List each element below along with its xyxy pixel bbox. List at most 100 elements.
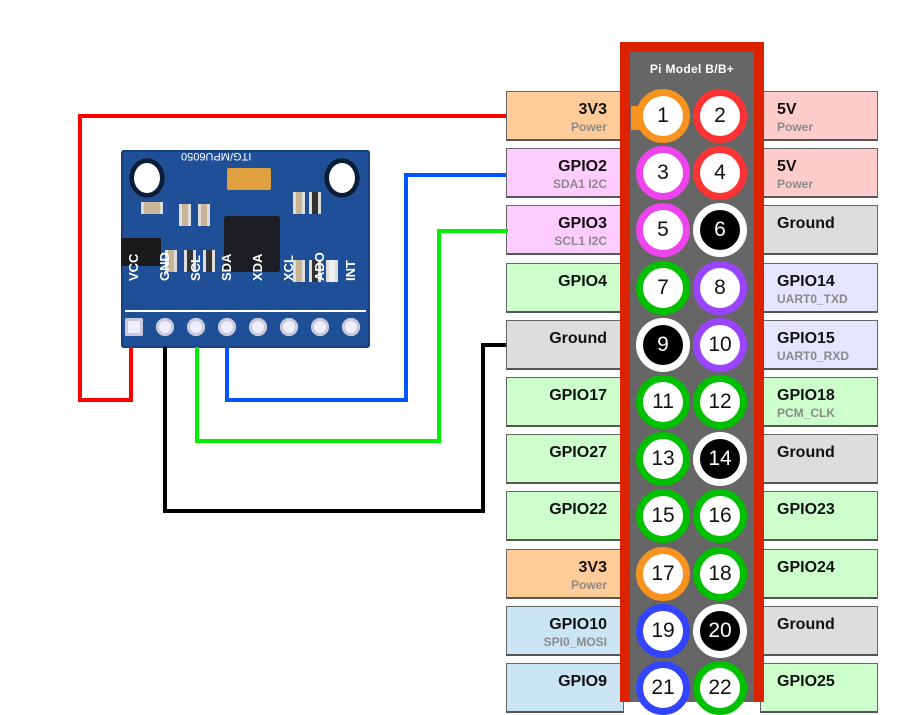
pin-label-left: GPIO4 [506,262,624,313]
pin-label-left: GPIO17 [506,377,624,427]
module-pin-label: XCL [281,255,296,281]
gpio-pin-9: 9 [636,317,690,372]
gpio-pin-13: 13 [636,432,690,487]
pin-label-name: Ground [777,615,835,633]
module-pin-label: XDA [250,253,265,281]
pin-label-name: 3V3 [578,558,607,576]
pin-label-name: 5V [777,158,797,176]
pin-label-name: GPIO2 [558,158,607,176]
pin-label-left: GPIO22 [506,491,624,542]
gpio-pin-19: 19 [636,603,690,658]
gpio-pin-11: 11 [636,375,690,429]
pin-label-function: PCM_CLK [777,406,836,420]
capacitor [198,204,210,226]
pin-label-name: GPIO15 [777,329,835,347]
module-pin-label: VCC [126,253,141,281]
resistor [309,192,321,214]
gpio-pin-18: 18 [693,546,747,601]
pin-label-name: GPIO27 [549,444,607,462]
module-pin-vcc [125,318,143,336]
module-pin-sda [218,318,236,336]
pin-label-left: GPIO9 [506,663,624,713]
pin-label-name: Ground [549,329,607,347]
gpio-pin-17: 17 [636,546,690,601]
mpu6050-module: ITG/MPU6050 VCC GND SCL SDA XDA XCL ADO INT [121,150,370,348]
pin-label-name: 3V3 [578,101,607,118]
module-pin-ado [311,318,329,336]
pin-label-function: SDA1 I2C [552,177,607,192]
mounting-hole-left [129,158,165,198]
gpio-pin-16: 16 [693,489,747,544]
pin-label-function: Power [777,120,814,134]
pin-label-name: GPIO10 [549,615,607,633]
gpio-pin-5: 5 [636,203,690,258]
pin-label-right: Ground [760,434,878,485]
module-pin-label: SDA [219,253,234,281]
gpio-pin-4: 4 [693,146,747,201]
pin-label-right: Ground [760,605,878,656]
module-pin-xda [249,318,267,336]
pin-label-function: UART0_RXD [777,348,850,363]
gpio-pin-3: 3 [636,146,690,201]
module-pin-gnd [156,318,174,336]
gpio-pin-15: 15 [636,489,690,544]
module-pin-label: INT [343,260,358,281]
resistor [203,250,215,272]
capacitor [179,204,191,226]
module-pin-label: GND [157,252,172,281]
capacitor [293,192,305,214]
module-pin-label: SCL [188,255,203,281]
pin-label-name: GPIO23 [777,501,835,519]
silkscreen-line [125,310,366,312]
pin-label-name: 5V [777,101,797,118]
pin-label-name: GPIO9 [558,673,607,690]
gpio-pin-14: 14 [693,432,747,487]
pin-label-right: 5V Power [760,91,878,141]
pin-label-right: GPIO25 [760,663,878,713]
pin-label-name: Ground [777,215,835,233]
pin-label-function: Power [570,120,607,134]
pin-label-name: GPIO14 [777,272,835,290]
pin-label-name: GPIO24 [777,558,835,576]
gpio-pin-7: 7 [636,260,690,315]
pin-label-left: GPIO27 [506,434,624,485]
pin-label-name: GPIO4 [558,272,607,290]
gpio-pin-22: 22 [693,661,747,715]
header-title: Pi Model B/B+ [649,62,735,76]
module-pin-label: ADO [312,252,327,281]
pin-label-function: UART0_TXD [777,291,848,306]
mounting-hole-right [324,158,360,198]
pin-label-left: Ground [506,319,624,370]
tantalum-capacitor [227,168,271,190]
wire-gnd-ground [163,343,506,513]
pin-label-name: GPIO25 [777,673,835,690]
pin-label-name: GPIO17 [549,387,607,404]
gpio-pin-6: 6 [693,203,747,258]
pin-label-name: Ground [777,444,835,462]
pin-label-right: Ground [760,205,878,256]
pin-label-right: GPIO24 [760,548,878,599]
gpio-pin-21: 21 [636,661,690,715]
led [326,260,338,282]
gpio-pin-2: 2 [693,89,747,143]
pi-gpio-header: Pi Model B/B+ [620,42,764,702]
pin-label-right: GPIO23 [760,491,878,542]
capacitor [141,202,163,214]
module-silkscreen-title: ITG/MPU6050 [181,150,252,162]
module-pin-int [342,318,360,336]
pin-label-name: GPIO18 [777,387,835,404]
gpio-pin-10: 10 [693,317,747,372]
gpio-pin-1: 1 [636,89,690,143]
pin-label-function: Power [777,177,814,192]
pin-label-function: SCL1 I2C [554,234,607,249]
module-pin-scl [187,318,205,336]
pin-label-function: Power [570,577,607,592]
pin-label-name: GPIO22 [549,501,607,519]
